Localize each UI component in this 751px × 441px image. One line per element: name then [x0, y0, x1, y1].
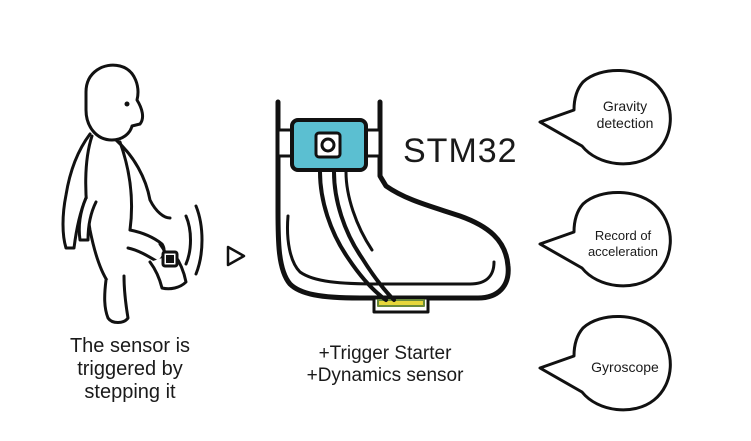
chip-label: STM32	[403, 132, 518, 170]
bubble-acceleration-line2: acceleration	[587, 243, 659, 259]
bubble-gravity-text: Gravity detection	[580, 98, 670, 132]
sensor-caption-line3: stepping it	[84, 381, 176, 403]
sole-sensor-strip	[377, 299, 425, 307]
sensor-module	[290, 118, 368, 172]
bubble-gravity-line1: Gravity	[602, 98, 648, 114]
speech-bubbles	[538, 69, 672, 412]
bubble-gyroscope-text: Gyroscope	[580, 359, 670, 376]
sensor-caption-line1: The sensor is	[69, 335, 191, 357]
bubble-acceleration	[538, 191, 672, 288]
direction-arrow-icon	[226, 245, 246, 267]
device-caption: +Trigger Starter +Dynamics sensor	[270, 343, 500, 387]
bubble-acceleration-text: Record of acceleration	[578, 228, 668, 259]
walking-figure-illustration	[61, 63, 204, 324]
bubble-acceleration-line1: Record of	[594, 228, 652, 243]
bubble-gyroscope-line1: Gyroscope	[591, 359, 659, 375]
sensor-caption-line2: triggered by	[77, 358, 183, 380]
bubble-gyroscope	[538, 315, 672, 412]
device-caption-line2: +Dynamics sensor	[306, 364, 464, 386]
device-caption-line1: +Trigger Starter	[318, 343, 452, 364]
bubble-gravity	[538, 69, 672, 166]
sensor-caption: The sensor is triggered by stepping it	[40, 335, 220, 404]
bubble-gravity-line2: detection	[596, 114, 654, 131]
